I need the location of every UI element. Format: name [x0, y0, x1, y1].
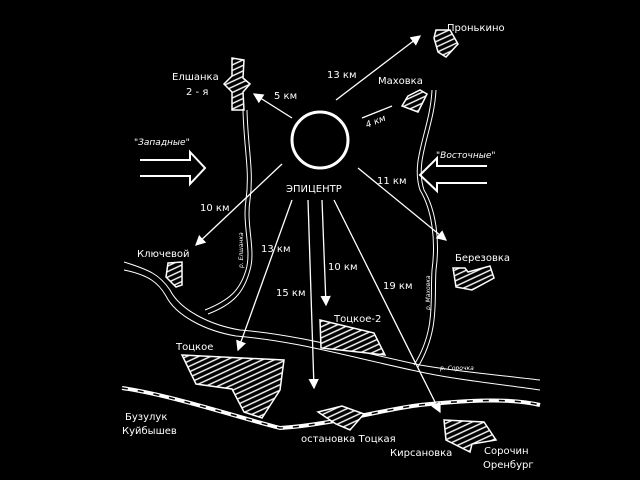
- settlement-totskaya-stop: [316, 405, 366, 431]
- distance-klyuchevoy: 10 км: [200, 203, 230, 214]
- settlement-elshanka: [222, 57, 252, 111]
- label-river-makhovka: р. Маховка: [425, 275, 432, 311]
- label-orenburg: Оренбург: [483, 460, 534, 471]
- arrow-to-stop: [307, 199, 319, 390]
- label-elshanka-2: 2 - я: [186, 87, 208, 98]
- settlement-klyuchevoy: [165, 261, 183, 288]
- distance-pronkino: 13 км: [327, 70, 357, 81]
- label-totskoe2: Тоцкое-2: [333, 314, 381, 325]
- distance-totskoe2: 10 км: [328, 262, 358, 273]
- label-klyuchevoy: Ключевой: [137, 249, 189, 260]
- label-sorochinsk: Сорочин: [484, 446, 529, 457]
- label-buzuluk: Бузулук: [125, 412, 167, 423]
- arrow-to-totskoe: [236, 199, 293, 352]
- east-forces-label: "Восточные": [436, 151, 496, 161]
- distance-elshanka: 5 км: [274, 91, 297, 102]
- west-forces-label: "Западные": [134, 138, 190, 148]
- epicenter-label: ЭПИЦЕНТР: [286, 184, 342, 195]
- settlement-berezovka: [452, 265, 495, 291]
- label-totskoe: Тоцкое: [175, 342, 213, 353]
- settlement-totskoe2: [319, 319, 387, 356]
- arrow-to-klyuchevoy: [195, 163, 283, 246]
- arrow-to-berezovka: [357, 167, 448, 241]
- east-forces-arrow: [418, 155, 487, 194]
- settlement-kirsanovka: [443, 419, 498, 454]
- label-kuibyshev: Куйбышев: [122, 426, 177, 437]
- settlement-makhovka: [400, 89, 428, 113]
- river-makhovka: [413, 89, 438, 368]
- label-berezovka: Березовка: [455, 253, 510, 264]
- distance-totskoe: 13 км: [261, 244, 291, 255]
- arrow-to-elshanka: [252, 93, 293, 119]
- distance-stop: 15 км: [276, 288, 306, 299]
- label-river-sorochka: р. Сорочка: [439, 365, 474, 372]
- label-pronkino: Пронькино: [447, 23, 505, 34]
- label-totskaya-stop: остановка Тоцкая: [301, 434, 396, 445]
- distance-kirsanovka: 19 км: [383, 281, 413, 292]
- label-elshanka: Елшанка: [172, 72, 219, 83]
- settlement-totskoe: [180, 354, 285, 419]
- label-kirsanovka: Кирсановка: [390, 448, 452, 459]
- distance-berezovka: 11 км: [377, 176, 407, 187]
- river-sorochka: [123, 261, 541, 391]
- river-elshanka: [204, 109, 253, 315]
- west-forces-arrow: [140, 149, 207, 187]
- label-river-elshanka: р. Елшанка: [238, 232, 245, 269]
- arrow-to-kirsanovka: [333, 199, 441, 414]
- settlement-pronkino: [433, 29, 459, 58]
- scale-makhovka: [361, 105, 393, 119]
- arrow-to-totskoe2: [320, 199, 331, 307]
- arrow-to-pronkino: [335, 35, 422, 101]
- epicenter-circle: [290, 110, 350, 170]
- label-makhovka: Маховка: [378, 76, 423, 87]
